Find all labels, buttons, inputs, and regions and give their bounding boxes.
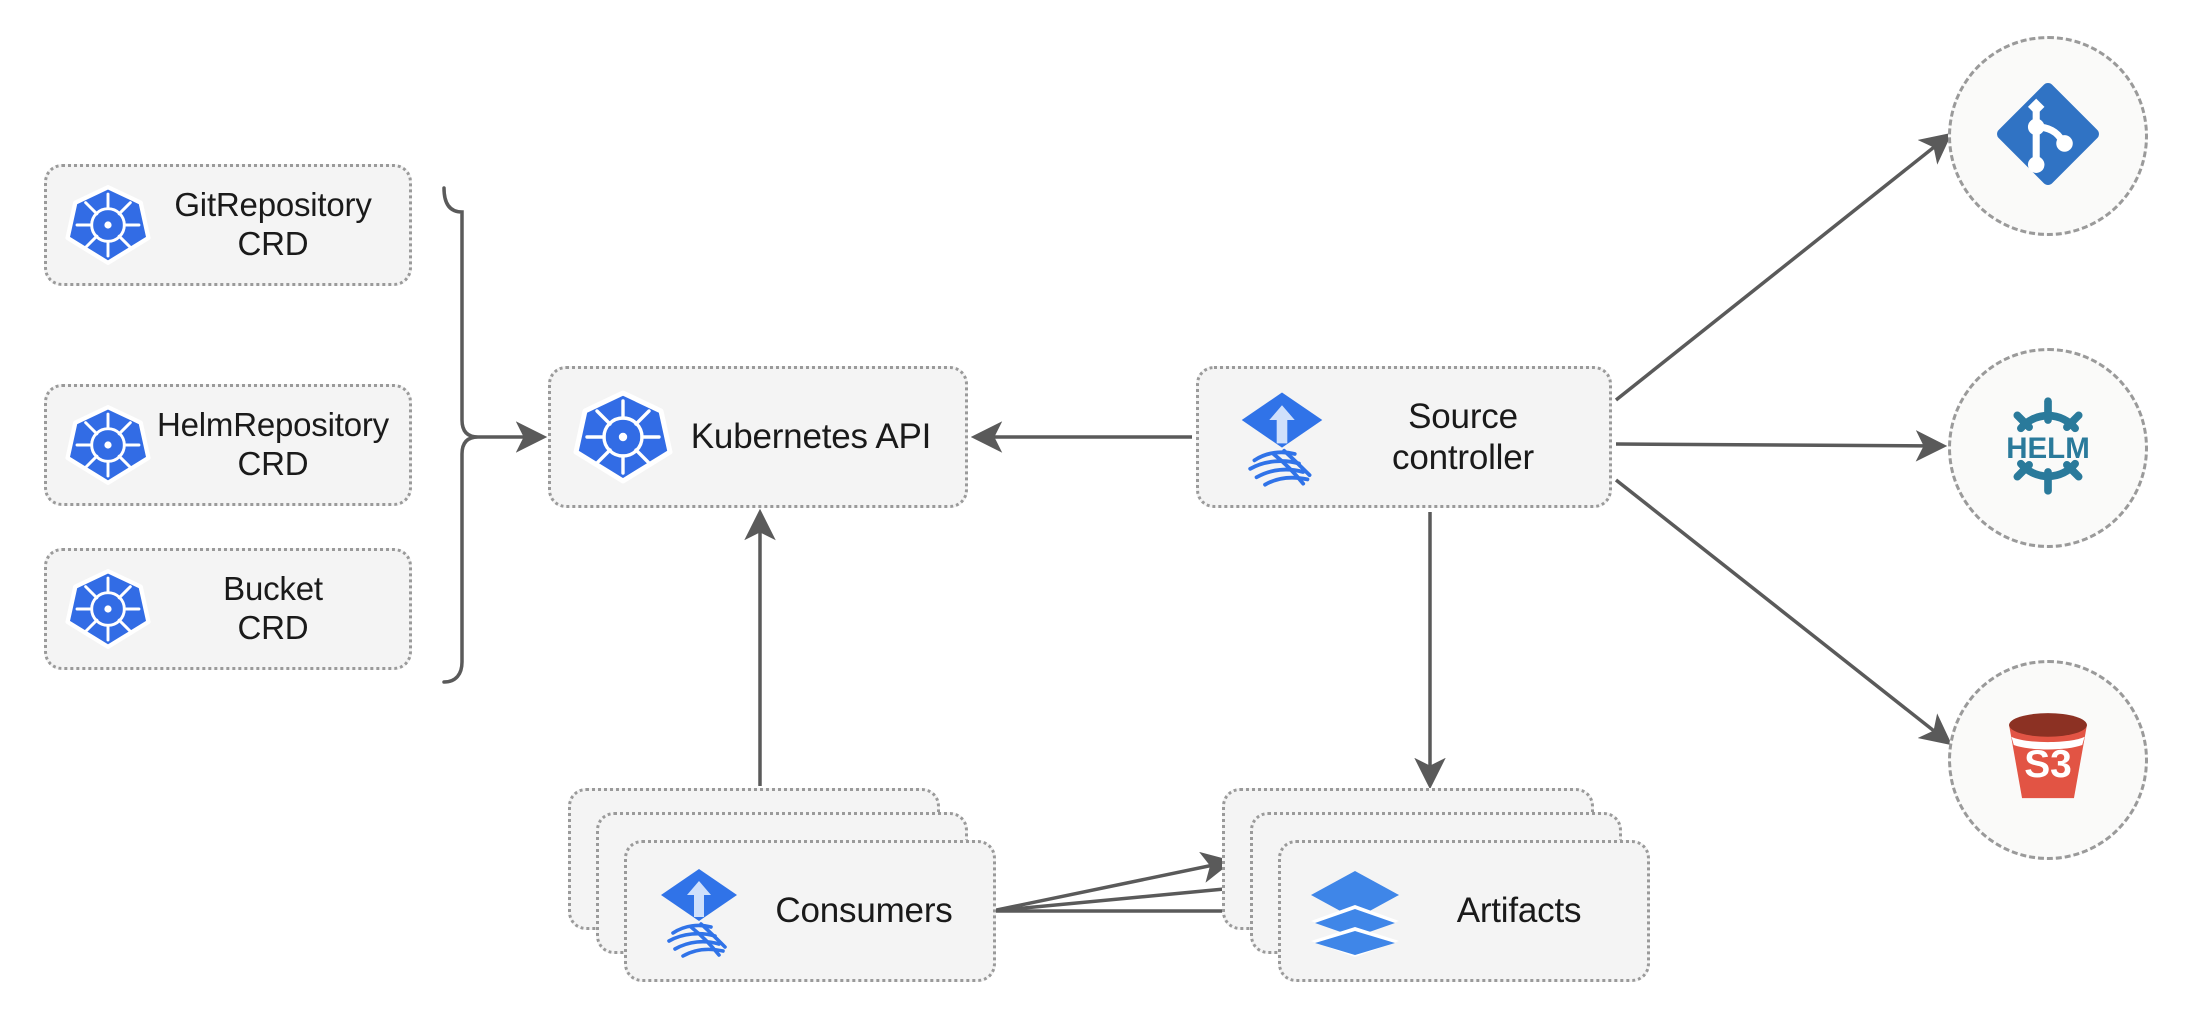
crd-group-brace: [442, 186, 479, 684]
git-icon: [1989, 75, 2107, 198]
flux-icon: [649, 861, 749, 961]
node-label: Source controller: [1392, 396, 1534, 477]
edge-source-controller-to-git: [1614, 132, 1953, 402]
crd-box-bucket[interactable]: Bucket CRD: [44, 548, 412, 670]
edge-consumers-to-artifacts-1: [991, 851, 1234, 913]
target-circle-helm[interactable]: HELM: [1948, 348, 2148, 548]
layers-icon: [1305, 861, 1405, 961]
node-label: Consumers: [775, 891, 953, 931]
crd-label: Bucket CRD: [223, 570, 323, 646]
node-label: Artifacts: [1456, 891, 1582, 931]
kubernetes-icon: [573, 387, 673, 487]
target-circle-s3[interactable]: S3: [1948, 660, 2148, 860]
crd-label: HelmRepository CRD: [157, 406, 389, 482]
crd-box-gitrepository[interactable]: GitRepository CRD: [44, 164, 412, 286]
node-consumers[interactable]: Consumers: [624, 840, 996, 982]
target-circle-git[interactable]: [1948, 36, 2148, 236]
helm-label: HELM: [2006, 431, 2090, 464]
edge-source-controller-to-helm: [1615, 430, 1948, 462]
node-artifacts[interactable]: Artifacts: [1278, 840, 1650, 982]
s3-icon: S3: [1989, 699, 2107, 822]
node-label: Kubernetes API: [690, 417, 932, 457]
s3-label: S3: [2024, 742, 2072, 785]
flux-icon: [1229, 384, 1335, 490]
kubernetes-icon: [65, 402, 151, 488]
kubernetes-icon: [65, 182, 151, 268]
crd-box-helmrepository[interactable]: HelmRepository CRD: [44, 384, 412, 506]
edge-source-controller-to-s3: [1614, 478, 1953, 746]
node-kubernetes-api[interactable]: Kubernetes API: [548, 366, 968, 508]
crd-label: GitRepository CRD: [174, 186, 372, 262]
edge-consumers-to-artifacts-2: [991, 872, 1262, 913]
kubernetes-icon: [65, 566, 151, 652]
helm-icon: HELM: [1989, 387, 2107, 510]
node-source-controller[interactable]: Source controller: [1196, 366, 1612, 508]
